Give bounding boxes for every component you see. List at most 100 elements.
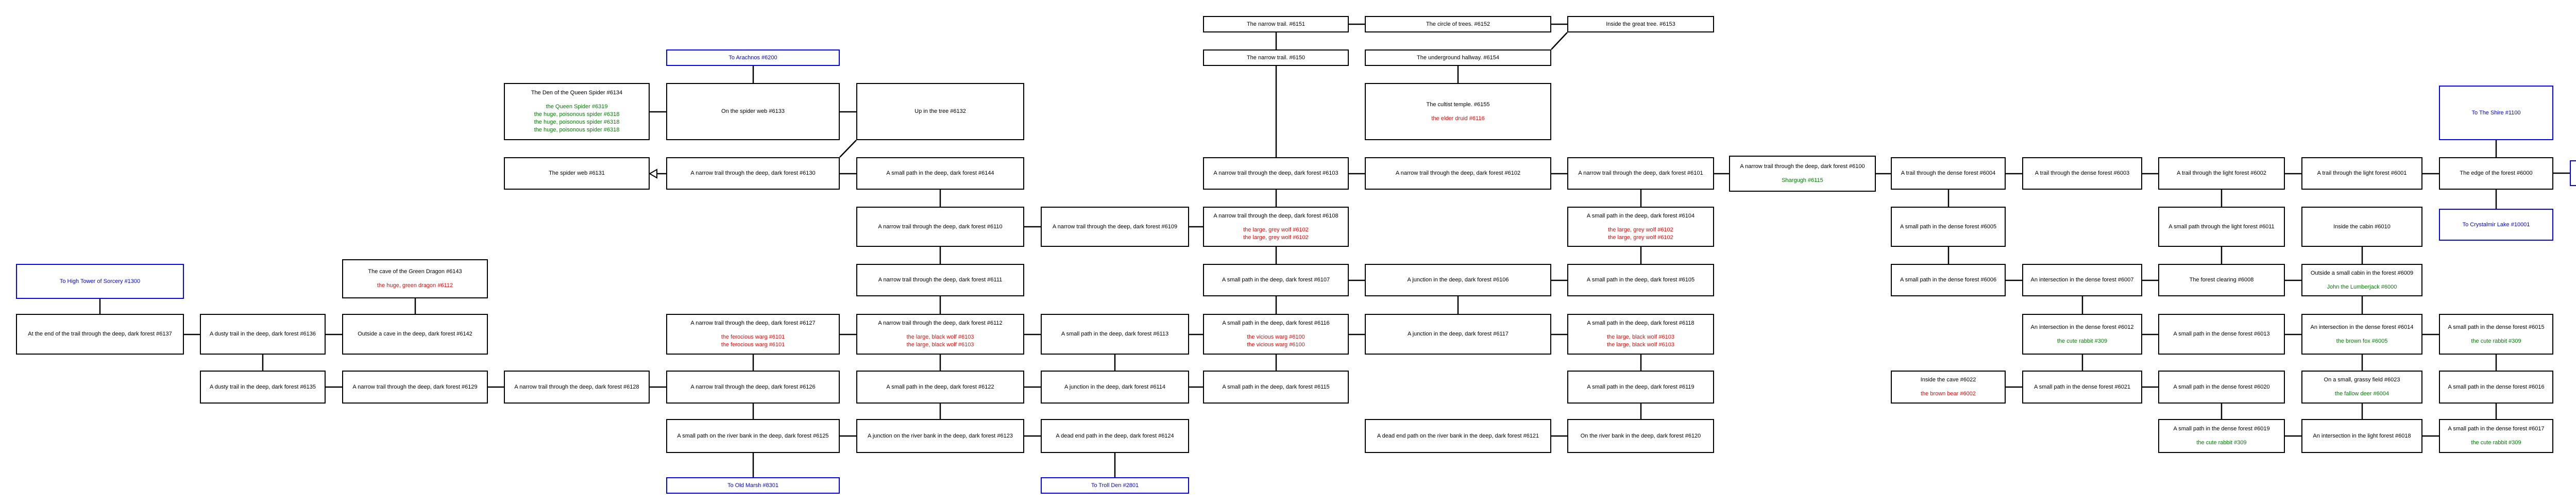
room-path6119[interactable]: A small path in the deep, dark forest #6… xyxy=(1567,371,1714,404)
room-trail6002[interactable]: A trail through the light forest #6002 xyxy=(2158,157,2285,190)
room-web6131[interactable]: The spider web #6131 xyxy=(504,157,650,190)
portal-trollden[interactable]: To Troll Den #2801 xyxy=(1041,477,1189,494)
room-path6104[interactable]: A small path in the deep, dark forest #6… xyxy=(1567,207,1714,247)
room-junction6117[interactable]: A junction in the deep, dark forest #611… xyxy=(1365,314,1551,355)
room-trail6109[interactable]: A narrow trail through the deep, dark fo… xyxy=(1041,207,1189,247)
room-trail6108[interactable]: A narrow trail through the deep, dark fo… xyxy=(1203,207,1349,247)
room-trail6128[interactable]: A narrow trail through the deep, dark fo… xyxy=(504,371,650,404)
room-path6105[interactable]: A small path in the deep, dark forest #6… xyxy=(1567,264,1714,296)
portal-hightower[interactable]: To High Tower of Sorcery #1300 xyxy=(16,264,184,299)
room-deadend6121[interactable]: A dead end path on the river bank in the… xyxy=(1365,419,1551,453)
room-path6116[interactable]: A small path in the deep, dark forest #6… xyxy=(1203,314,1349,355)
room-path6122[interactable]: A small path in the deep, dark forest #6… xyxy=(856,371,1024,404)
room-title: The Den of the Queen Spider #6134 xyxy=(531,90,623,96)
room-path6020[interactable]: A small path in the dense forest #6020 xyxy=(2158,371,2285,404)
room-inter6014[interactable]: An intersection in the dense forest #601… xyxy=(2301,314,2422,355)
room-cabin6009[interactable]: Outside a small cabin in the forest #600… xyxy=(2301,264,2422,296)
portal-crystalmir[interactable]: To Crystalmir Lake #10001 xyxy=(2439,209,2553,241)
room-path6144[interactable]: A small path in the deep, dark forest #6… xyxy=(856,157,1024,190)
room-trail6111[interactable]: A narrow trail through the deep, dark fo… xyxy=(856,264,1024,296)
portal-oldmarsh[interactable]: To Old Marsh #8301 xyxy=(666,477,840,494)
edge-hallway6154-greattree6153 xyxy=(1551,32,1568,50)
room-inter6012[interactable]: An intersection in the dense forest #601… xyxy=(2022,314,2142,355)
room-path6125[interactable]: A small path on the river bank in the de… xyxy=(666,419,840,453)
room-deadend6124[interactable]: A dead end path in the deep, dark forest… xyxy=(1041,419,1189,453)
room-end6137[interactable]: At the end of the trail through the deep… xyxy=(16,314,184,355)
room-trail6127[interactable]: A narrow trail through the deep, dark fo… xyxy=(666,314,840,355)
room-trail6130[interactable]: A narrow trail through the deep, dark fo… xyxy=(666,157,840,190)
portal-label: To Troll Den #2801 xyxy=(1091,482,1139,489)
room-trail6110[interactable]: A narrow trail through the deep, dark fo… xyxy=(856,207,1024,247)
room-path6013[interactable]: A small path in the dense forest #6013 xyxy=(2158,314,2285,355)
room-trail6102[interactable]: A narrow trail through the deep, dark fo… xyxy=(1365,157,1551,190)
room-trail6100[interactable]: A narrow trail through the deep, dark fo… xyxy=(1729,156,1876,192)
room-path6115[interactable]: A small path in the deep, dark forest #6… xyxy=(1203,371,1349,404)
room-cabin6010[interactable]: Inside the cabin #6010 xyxy=(2301,207,2422,247)
room-tree6132[interactable]: Up in the tree #6132 xyxy=(856,83,1024,140)
room-web6133[interactable]: On the spider web #6133 xyxy=(666,83,840,140)
room-inter6018[interactable]: An intersection in the light forest #601… xyxy=(2301,419,2422,453)
room-circle6152[interactable]: The circle of trees. #6152 xyxy=(1365,16,1551,32)
npc-label: the cute rabbit #309 xyxy=(2057,338,2108,344)
room-title: A small path in the deep, dark forest #6… xyxy=(886,170,994,176)
room-title: A narrow trail through the deep, dark fo… xyxy=(690,320,816,326)
room-clearing6008[interactable]: The forest clearing #6008 xyxy=(2158,264,2285,296)
room-river6120[interactable]: On the river bank in the deep, dark fore… xyxy=(1567,419,1714,453)
mob-label: the elder druid #6116 xyxy=(1431,115,1485,122)
room-title: A trail through the light forest #6002 xyxy=(2177,170,2266,176)
room-path6107[interactable]: A small path in the deep, dark forest #6… xyxy=(1203,264,1349,296)
room-trail6112[interactable]: A narrow trail through the deep, dark fo… xyxy=(856,314,1024,355)
portal-label: To Arachnos #6200 xyxy=(728,54,777,61)
room-title: A small path in the dense forest #6006 xyxy=(1900,277,1997,283)
room-trail6129[interactable]: A narrow trail through the deep, dark fo… xyxy=(342,371,488,404)
room-greattree6153[interactable]: Inside the great tree. #6153 xyxy=(1567,16,1714,32)
room-trail6103[interactable]: A narrow trail through the deep, dark fo… xyxy=(1203,157,1349,190)
room-title: A small path in the dense forest #6016 xyxy=(2448,383,2545,390)
portal-midgaard[interactable]: To Midgaard #3052 xyxy=(2570,160,2576,186)
room-title: An intersection in the light forest #601… xyxy=(2313,432,2411,439)
mob-label: the large, grey wolf #6102 xyxy=(1608,226,1673,233)
room-trail6126[interactable]: A narrow trail through the deep, dark fo… xyxy=(666,371,840,404)
mob-label: the huge, green dragon #6112 xyxy=(377,282,453,289)
room-title: A small path in the deep, dark forest #6… xyxy=(1587,383,1694,390)
room-path6021[interactable]: A small path in the dense forest #6021 xyxy=(2022,371,2142,404)
room-title: Outside a cave in the deep, dark forest … xyxy=(358,331,472,337)
room-trail6151[interactable]: The narrow trail. #6151 xyxy=(1203,16,1349,32)
room-hallway6154[interactable]: The underground hallway. #6154 xyxy=(1365,49,1551,66)
room-path6011[interactable]: A small path through the light forest #6… xyxy=(2158,207,2285,247)
room-junction6123[interactable]: A junction on the river bank in the deep… xyxy=(856,419,1024,453)
room-title: The cultist temple. #6155 xyxy=(1426,101,1490,108)
room-title: Up in the tree #6132 xyxy=(914,108,966,114)
room-path6118[interactable]: A small path in the deep, dark forest #6… xyxy=(1567,314,1714,355)
room-title: A small path in the deep, dark forest #6… xyxy=(1061,331,1169,337)
room-title: A small path in the deep, dark forest #6… xyxy=(1586,277,1695,283)
room-trail6101[interactable]: A narrow trail through the deep, dark fo… xyxy=(1567,157,1714,190)
room-junction6114[interactable]: A junction in the deep, dark forest #611… xyxy=(1041,371,1189,404)
room-trail6150[interactable]: The narrow trail. #6150 xyxy=(1203,49,1349,66)
portal-shire[interactable]: To The Shire #1100 xyxy=(2439,86,2553,140)
room-dusty6136[interactable]: A dusty trail in the deep, dark forest #… xyxy=(200,314,326,355)
room-temple6155[interactable]: The cultist temple. #6155 the elder druid… xyxy=(1365,83,1551,140)
room-path6113[interactable]: A small path in the deep, dark forest #6… xyxy=(1041,314,1189,355)
room-edge6000[interactable]: The edge of the forest #6000 xyxy=(2439,157,2553,190)
room-path6016[interactable]: A small path in the dense forest #6016 xyxy=(2439,371,2553,404)
room-cave6142[interactable]: Outside a cave in the deep, dark forest … xyxy=(342,314,488,355)
portal-arachnos[interactable]: To Arachnos #6200 xyxy=(666,49,840,66)
room-trail6004[interactable]: A trail through the dense forest #6004 xyxy=(1891,157,2006,190)
room-trail6003[interactable]: A trail through the dense forest #6003 xyxy=(2022,157,2142,190)
room-path6006[interactable]: A small path in the dense forest #6006 xyxy=(1891,264,2006,296)
room-inter6007[interactable]: An intersection in the dense forest #600… xyxy=(2022,264,2142,296)
room-path6005[interactable]: A small path in the dense forest #6005 xyxy=(1891,207,2006,247)
room-title: A junction in the deep, dark forest #610… xyxy=(1407,277,1509,283)
room-title: A junction in the deep, dark forest #611… xyxy=(1064,383,1166,390)
room-junction6106[interactable]: A junction in the deep, dark forest #610… xyxy=(1365,264,1551,296)
room-dusty6135[interactable]: A dusty trail in the deep, dark forest #… xyxy=(200,371,326,404)
room-trail6001[interactable]: A trail through the light forest #6001 xyxy=(2301,157,2422,190)
